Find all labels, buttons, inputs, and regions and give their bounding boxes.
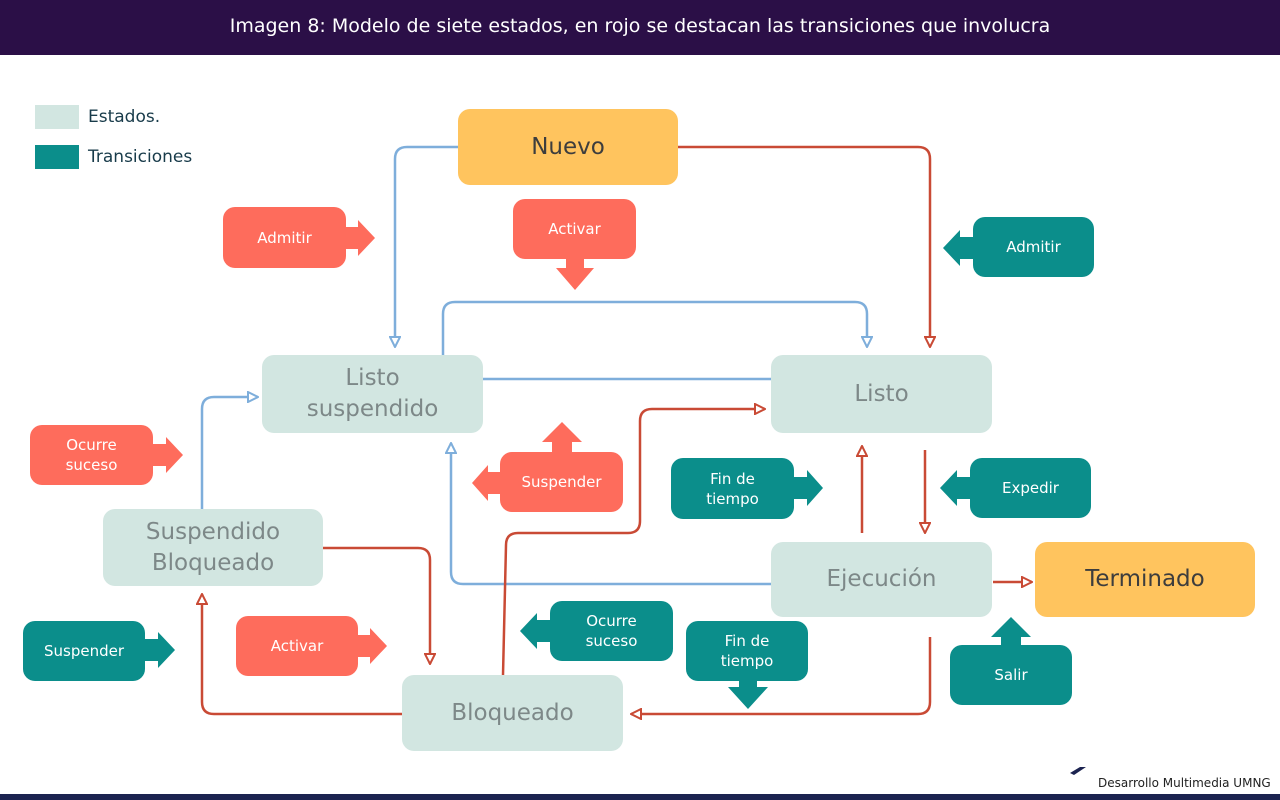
transition-suspender-left: Suspender [23, 621, 145, 681]
edge-nuevo-to-listo-suspendido [395, 145, 458, 347]
arrow-suspender-up [542, 422, 582, 452]
arrow-ocurre-suceso-bottom [520, 613, 550, 649]
edge-bloqueado-to-susp-bloq [202, 594, 402, 716]
transition-admitir-right: Admitir [973, 217, 1094, 277]
edge-bloqueado-to-listo [501, 409, 765, 676]
legend-swatch-transitions [35, 145, 79, 169]
state-ejecucion: Ejecución [771, 542, 992, 617]
legend-label-states: Estados. [88, 107, 161, 127]
state-listo-suspendido: Listo suspendido [262, 355, 483, 433]
state-terminado: Terminado [1035, 542, 1255, 617]
state-nuevo: Nuevo [458, 109, 678, 185]
arrow-salir-up [991, 617, 1031, 645]
arrow-expedir [940, 470, 970, 506]
edge-ejecucion-to-listo-suspendido [451, 443, 771, 586]
arrow-suspender-left-box [145, 632, 175, 668]
arrow-activar-bottom [357, 628, 387, 664]
footer-credit: Desarrollo Multimedia UMNG [1098, 776, 1271, 790]
arrow-fin-tiempo-lower [728, 680, 768, 709]
state-listo: Listo [771, 355, 992, 433]
transition-activar-bottom: Activar [236, 616, 358, 676]
edge-ejecucion-to-bloqueado [631, 637, 932, 714]
transition-expedir: Expedir [970, 458, 1091, 518]
edge-susp-bloq-to-listo-suspendido [200, 397, 258, 509]
edge-nuevo-to-listo [678, 145, 930, 347]
arrow-admitir-left [345, 220, 375, 256]
transition-fin-de-tiempo-upper: Fin de tiempo [671, 458, 794, 519]
transition-salir: Salir [950, 645, 1072, 705]
transition-admitir-left: Admitir [223, 207, 346, 268]
arrow-activar-top [556, 259, 594, 290]
edge-susp-bloq-to-bloqueado [323, 546, 430, 664]
transition-fin-de-tiempo-lower: Fin de tiempo [686, 621, 808, 681]
transition-ocurre-suceso-left: Ocurre suceso [30, 425, 153, 485]
arrow-admitir-right [943, 230, 973, 266]
arrow-ocurre-suceso-left [153, 437, 183, 473]
footer-bar [0, 794, 1280, 800]
legend-label-transitions: Transiciones [88, 147, 193, 167]
legend-swatch-states [35, 105, 79, 129]
page-title: Imagen 8: Modelo de siete estados, en ro… [0, 0, 1280, 55]
arrow-fin-tiempo-upper [794, 470, 823, 506]
transition-activar-top: Activar [513, 199, 636, 259]
arrow-suspender-left [472, 465, 500, 501]
state-bloqueado: Bloqueado [402, 675, 623, 751]
state-suspendido-bloqueado: Suspendido Bloqueado [103, 509, 323, 586]
footer-ribbon [1062, 767, 1280, 794]
transition-suspender-center: Suspender [500, 452, 623, 512]
edge-listo-suspendido-to-listo [441, 300, 867, 355]
transition-ocurre-suceso-bottom: Ocurre suceso [550, 601, 673, 661]
